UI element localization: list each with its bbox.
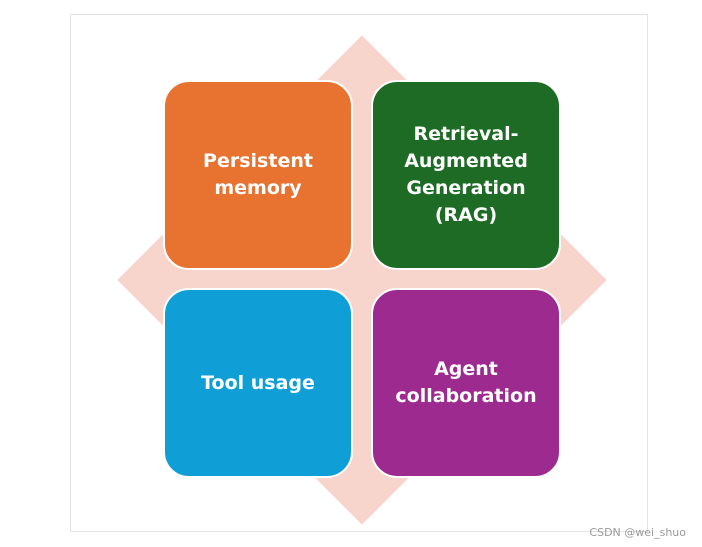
quadrant-label: Persistent memory	[203, 150, 313, 199]
watermark: CSDN @wei_shuo	[589, 526, 686, 539]
quadrant-label: Tool usage	[201, 371, 315, 394]
quadrant-rag: Retrieval- Augmented Generation (RAG)	[371, 80, 561, 270]
quadrant-label: Retrieval- Augmented Generation (RAG)	[404, 123, 528, 226]
quadrant-label: Agent collaboration	[395, 358, 537, 407]
quadrant-agent-collaboration: Agent collaboration	[371, 288, 561, 478]
quadrant-persistent-memory: Persistent memory	[163, 80, 353, 270]
quadrant-tool-usage: Tool usage	[163, 288, 353, 478]
